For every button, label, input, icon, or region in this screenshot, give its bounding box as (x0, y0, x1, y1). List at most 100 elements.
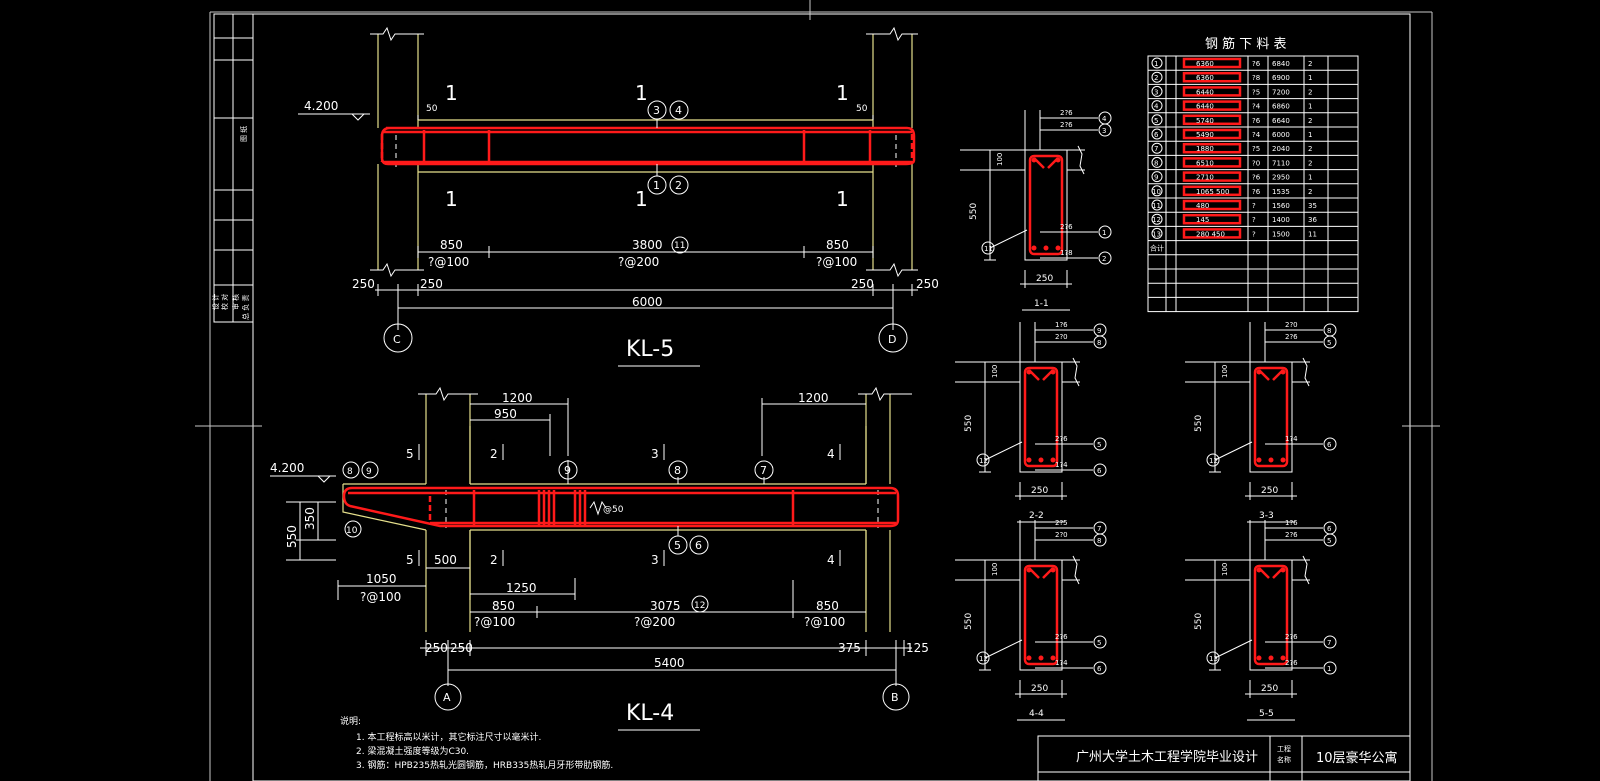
kl4-col-c: 375 (838, 641, 861, 655)
kl4-sec-top-4: 4 (827, 447, 835, 461)
title-project: 10层豪华公寓 (1316, 750, 1398, 766)
section-width: 250 (1031, 684, 1048, 694)
rebar-dot-2 (1026, 457, 1032, 463)
callout-num: 7 (1097, 525, 1101, 533)
table-row-num-circle (1151, 171, 1163, 183)
kl5-sec-bot-l: 1 (445, 187, 458, 211)
table-row-total: 合计 (1150, 244, 1164, 253)
rebar-dot-2 (1031, 245, 1037, 251)
callout-num: 6 (1097, 467, 1102, 475)
notes: 说明: 1. 本工程标高以米计，其它标注尺寸以毫米计. 2. 梁混凝土强度等级为… (340, 715, 613, 771)
callout-text: 1?4 (1055, 659, 1068, 667)
break-line (1302, 357, 1310, 387)
strip-top-label: 图 纸 (239, 126, 248, 142)
rebar-dot-0 (1026, 567, 1032, 573)
callout-num: 1 (1102, 229, 1106, 237)
kl4-columns (342, 394, 891, 632)
table-shape-length: 280 450 (1196, 230, 1225, 238)
stirrup-circle (976, 651, 990, 665)
kl4-dim-1050: 1050 (366, 572, 397, 586)
table-row-num: 1 (1154, 60, 1158, 68)
callout-num: 6 (1327, 525, 1332, 533)
table-cell: 6860 (1272, 103, 1290, 111)
kl5-dim-mid-bar: 11 (674, 241, 685, 251)
table-cell: 1535 (1272, 188, 1290, 196)
callout-text: 1?6 (1055, 321, 1068, 329)
stirrup-circle (976, 453, 990, 467)
width-dim (1015, 482, 1067, 500)
kl5-section-marks: 1 1 1 1 1 1 (445, 81, 849, 211)
break-line (1302, 555, 1310, 585)
beam-kl5: 4.200 50 50 1 1 1 1 1 1 3 4 1 2 (298, 26, 939, 367)
kl4-tag-5: 5 (674, 539, 681, 552)
width-dim (1245, 482, 1297, 500)
kl4-tag-8: 8 (347, 467, 353, 477)
kl4-col-b: 250 (450, 641, 473, 655)
rebar-dot-4 (1038, 457, 1044, 463)
table-cell: 2 (1308, 60, 1312, 68)
beam-kl4: 4.200 8 9 10 @50 1200 950 1200 9 8 7 5 6 (270, 386, 929, 731)
section-label: 5-5 (1259, 709, 1274, 719)
table-shape-length: 1880 (1196, 145, 1214, 153)
kl5-col-left-b: 250 (420, 277, 443, 291)
strip-label-review: 审 核 (231, 294, 240, 310)
section-outline (1249, 559, 1293, 671)
rebar-dot-2 (1256, 457, 1262, 463)
callout-text: 2?6 (1055, 633, 1068, 641)
height-dim (979, 361, 991, 473)
kl4-dim-1200-left: 1200 (502, 391, 533, 405)
callout-circle (1323, 635, 1337, 649)
table-row-num-circle (1151, 156, 1163, 168)
table-cell: 7200 (1272, 88, 1290, 96)
title-proj-label-2: 名称 (1277, 755, 1291, 764)
kl4-tag-6: 6 (695, 539, 702, 552)
callout-text: 1?4 (1055, 461, 1068, 469)
callout-num: 7 (1327, 639, 1331, 647)
height-dim (1209, 559, 1221, 671)
stirrup-circle (1206, 651, 1220, 665)
kl4-h350: 350 (303, 507, 317, 530)
stirrup-num: 12 (979, 655, 988, 663)
callout-circle (1093, 437, 1107, 451)
table-shape (1182, 57, 1242, 69)
kl5-dim-mid: 3800 (632, 238, 663, 252)
kl4-dim-right: 850 (816, 599, 839, 613)
section-outline (1024, 149, 1068, 261)
kl4-sec-top-3: 3 (651, 447, 659, 461)
table-shape (1182, 157, 1242, 168)
section-height: 550 (969, 203, 979, 220)
kl4-col-d: 125 (906, 641, 929, 655)
section-label: 3-3 (1259, 511, 1274, 521)
kl4-dim-mid-bar: 12 (694, 601, 705, 611)
table-cell: 7110 (1272, 159, 1290, 167)
note-2: 2. 梁混凝土强度等级为C30. (356, 745, 469, 757)
stirrup (1023, 366, 1059, 468)
kl4-dim-1250: 1250 (506, 581, 537, 595)
callout-circle (1323, 335, 1337, 349)
rebar-dot-4 (1043, 245, 1049, 251)
section-top: 100 (991, 563, 999, 576)
callout-num: 1 (1327, 665, 1331, 673)
table-cell: ?6 (1252, 117, 1261, 125)
kl4-tag-7: 7 (760, 464, 767, 477)
table-row-num-circle (1151, 128, 1163, 140)
height-dim (1209, 361, 1221, 473)
rebar-dot-4 (1268, 655, 1274, 661)
callout-num: 6 (1327, 441, 1332, 449)
stirrup (1253, 564, 1289, 666)
kl4-stirrup-mid: ?@200 (634, 615, 675, 629)
table-row-num: 12 (1152, 216, 1161, 224)
callout-num: 5 (1097, 639, 1101, 647)
callout-num: 5 (1327, 537, 1331, 545)
width-dim (1245, 680, 1297, 698)
kl5-axis-right: D (888, 333, 896, 346)
callout-circle (1098, 123, 1112, 137)
note-3: 3. 钢筋：HPB235热轧光圆钢筋，HRB335热轧月牙形带肋钢筋. (356, 759, 613, 771)
rebar-dot-3 (1280, 655, 1286, 661)
kl4-sec-bot-2: 2 (490, 553, 498, 567)
table-shape-length: 6510 (1196, 159, 1214, 167)
kl5-stirrup-mid: ?@200 (618, 255, 659, 269)
kl4-tag-10: 10 (346, 526, 358, 536)
